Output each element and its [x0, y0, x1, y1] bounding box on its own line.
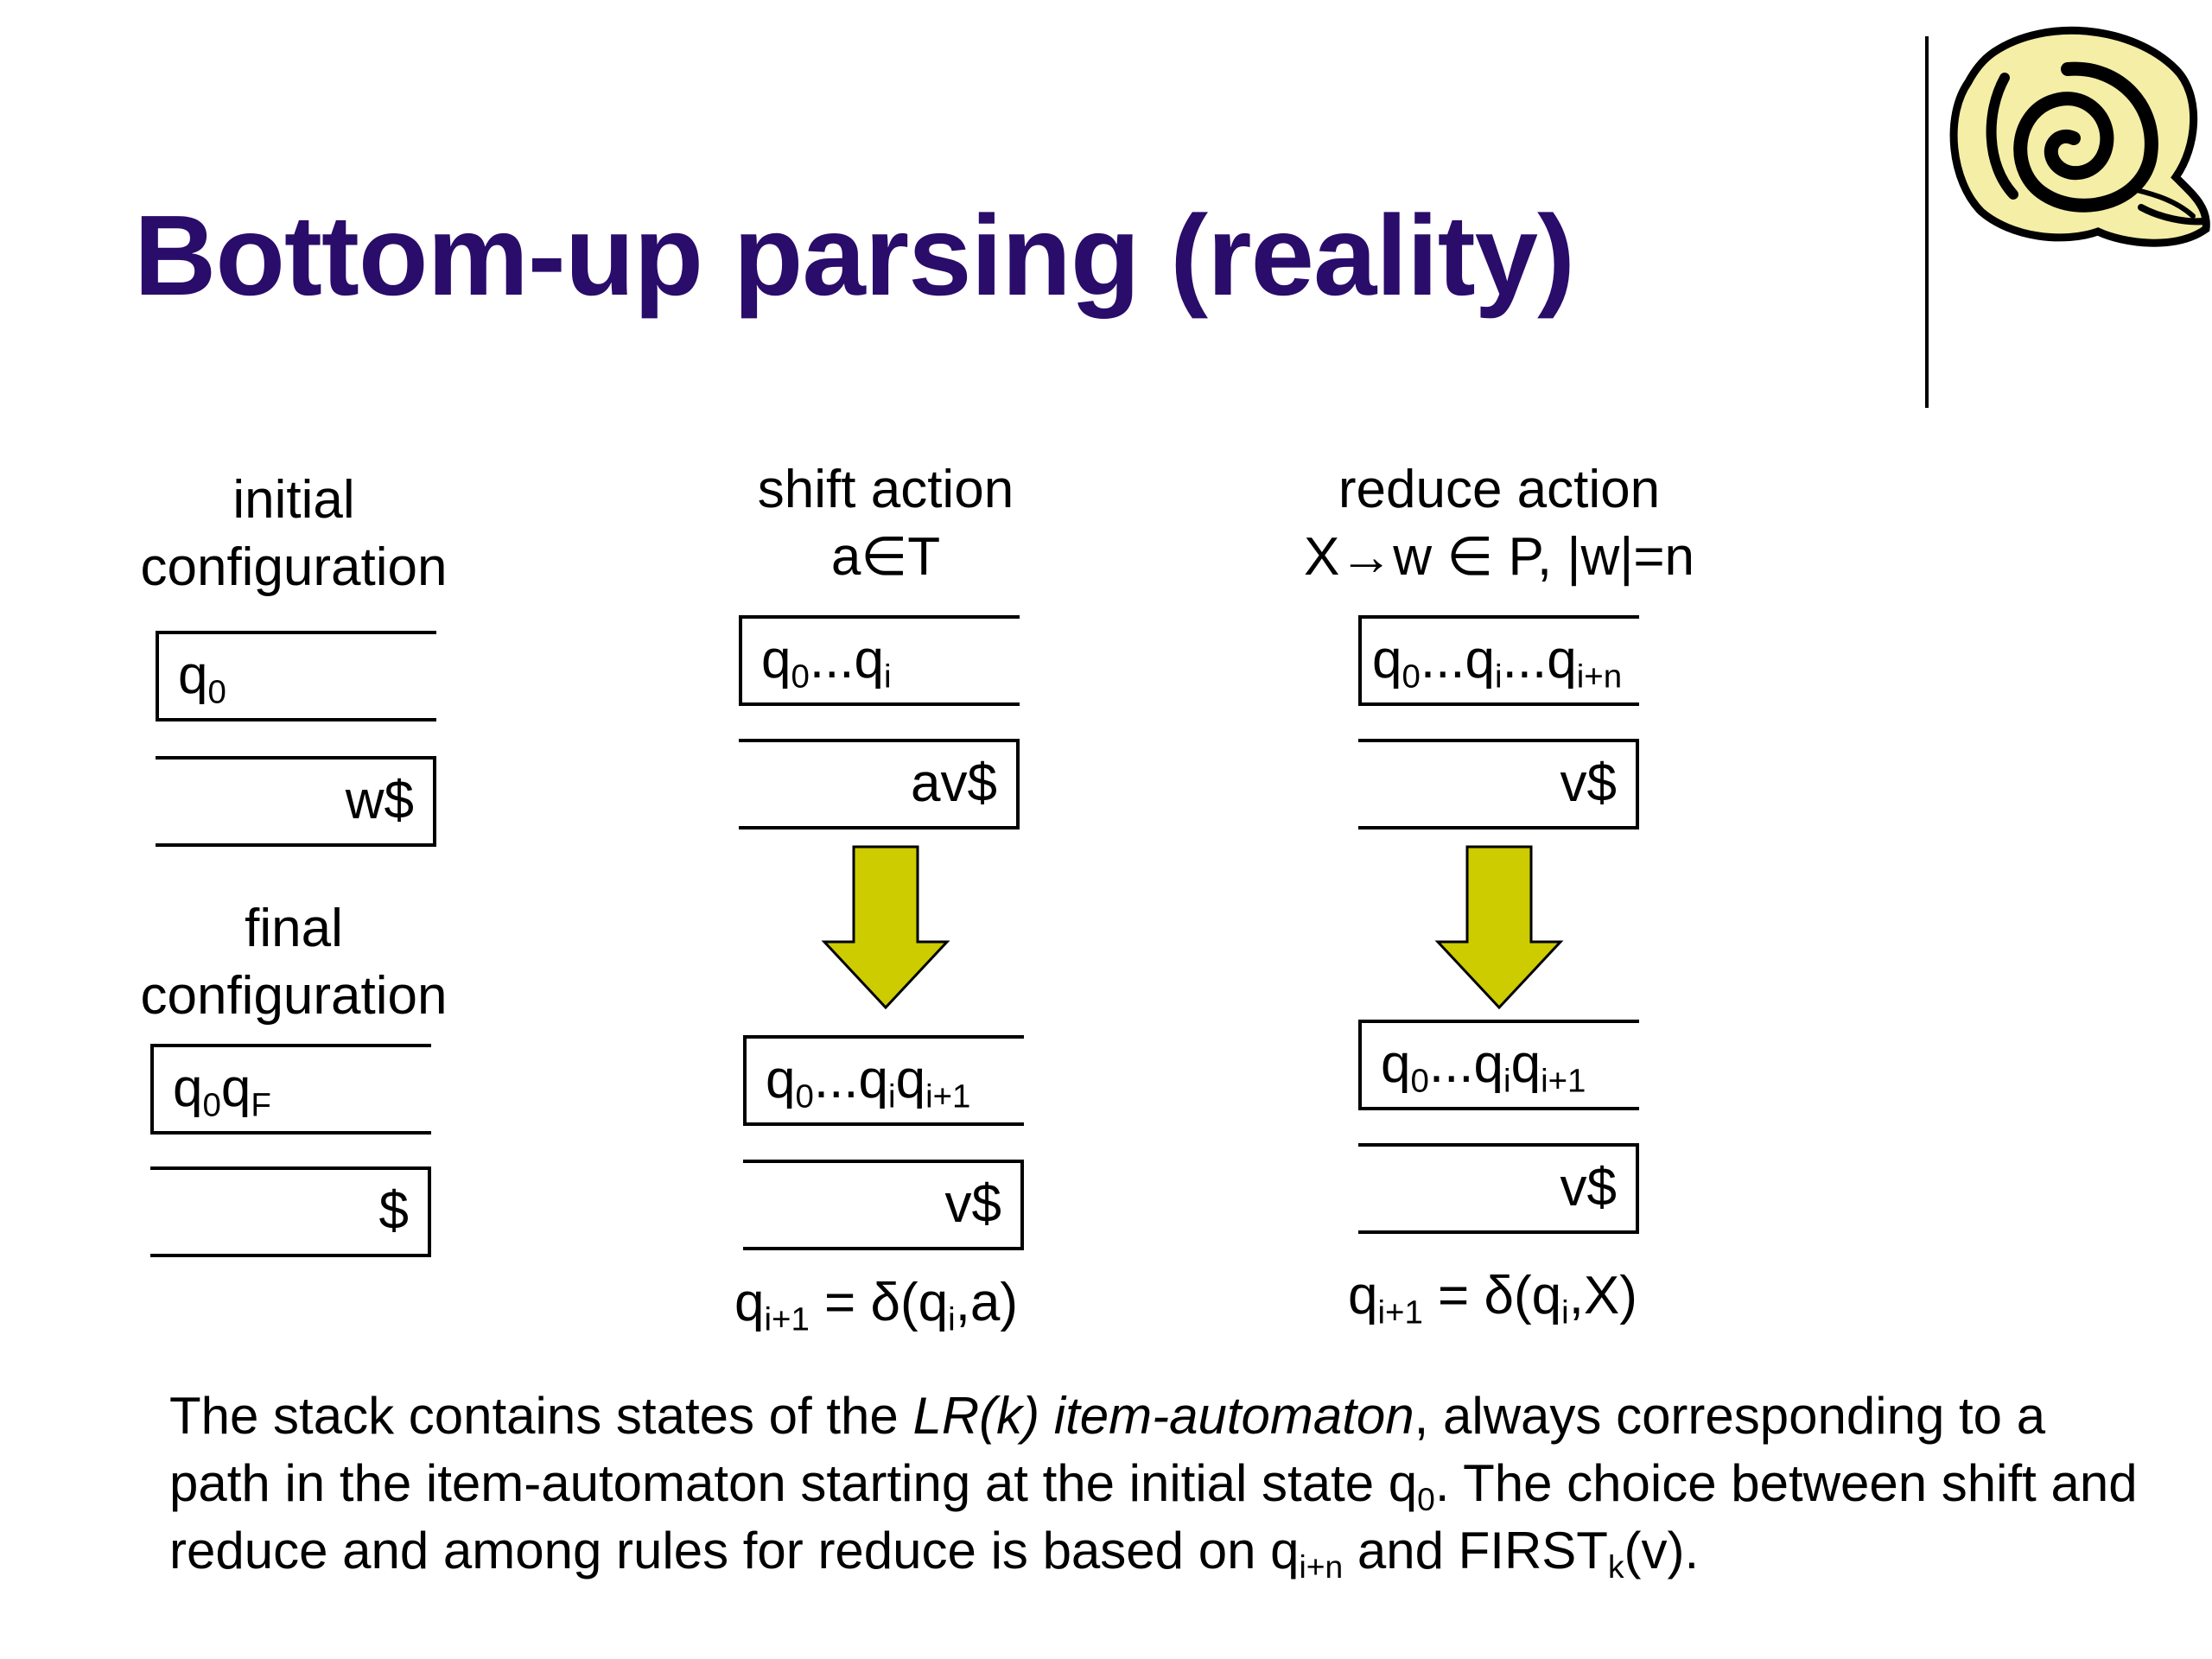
down-arrow-icon [1434, 845, 1564, 1009]
formula-part: ,X) [1568, 1266, 1637, 1325]
shift-transition-formula: qi+1 = δ(qi,a) [734, 1272, 1019, 1336]
down-arrow-icon [821, 845, 950, 1009]
slide-title: Bottom-up parsing (reality) [134, 192, 1575, 319]
rolled-scroll-icon [1949, 26, 2210, 247]
initial-stack-box: q0 [156, 631, 436, 721]
state-symbol: q [1473, 1034, 1504, 1094]
ellipsis: ... [809, 630, 855, 690]
state-subscript: i+1 [1541, 1062, 1586, 1100]
final-input-box: $ [150, 1166, 431, 1257]
state-subscript: i+n [1576, 658, 1623, 696]
caption-subscript: k [1607, 1548, 1624, 1586]
state-symbol: q [1372, 630, 1402, 690]
formula-part: q [734, 1273, 765, 1332]
state-symbol: q [1381, 1034, 1411, 1094]
state-subscript: i+1 [925, 1077, 971, 1116]
label-line: a∈T [830, 527, 941, 587]
state-subscript: i [884, 658, 892, 696]
formula-part: = δ(q [1422, 1266, 1562, 1325]
initial-config-label: initial configuration [104, 467, 484, 601]
caption-italic: LR(k) item-automaton [912, 1387, 1414, 1445]
label-line: initial [232, 470, 355, 530]
label-line: final [245, 899, 343, 958]
state-subscript: 0 [1410, 1062, 1429, 1100]
label-line: X→w ∈ P, |w|=n [1303, 527, 1695, 587]
ellipsis: ... [813, 1050, 859, 1109]
initial-input-box: w$ [156, 756, 436, 847]
state-symbol: q [1510, 1034, 1541, 1094]
state-symbol: q [220, 1058, 251, 1118]
state-symbol: q [854, 630, 885, 690]
formula-part: = δ(q [809, 1273, 949, 1332]
label-line: configuration [140, 537, 448, 597]
caption-text: , always corresponding to a path in the … [169, 1387, 2046, 1512]
formula-subscript: i [1561, 1294, 1569, 1332]
state-subscript: i [1503, 1062, 1511, 1100]
input-string: av$ [911, 753, 997, 813]
state-symbol: q [895, 1050, 926, 1109]
reduce-before-input-box: v$ [1358, 739, 1639, 830]
reduce-transition-formula: qi+1 = δ(qi,X) [1348, 1265, 1637, 1329]
formula-part: ,a) [955, 1273, 1019, 1332]
state-symbol: q [178, 645, 208, 705]
explanation-caption: The stack contains states of the LR(k) i… [169, 1382, 2157, 1585]
input-string: v$ [1560, 753, 1617, 813]
shift-after-input-box: v$ [743, 1160, 1024, 1250]
state-symbol: q [1465, 630, 1496, 690]
ellipsis: ... [1502, 630, 1548, 690]
label-line: reduce action [1338, 460, 1661, 519]
formula-subscript: i+1 [1377, 1294, 1423, 1332]
formula-subscript: i+1 [764, 1300, 810, 1338]
state-subscript: 0 [795, 1077, 814, 1116]
shift-after-stack-box: q0...qiqi+1 [743, 1035, 1024, 1126]
input-string: v$ [944, 1174, 1001, 1234]
input-string: v$ [1560, 1158, 1617, 1217]
caption-text: and FIRST [1343, 1522, 1608, 1580]
state-symbol: q [858, 1050, 889, 1109]
ellipsis: ... [1420, 630, 1465, 690]
shift-before-input-box: av$ [739, 739, 1020, 830]
final-stack-box: q0qF [150, 1044, 431, 1135]
divider-line [1925, 36, 1929, 408]
label-line: configuration [140, 966, 448, 1026]
shift-action-label: shift action a∈T [691, 456, 1080, 591]
shift-before-stack-box: q0...qi [739, 615, 1020, 706]
caption-subscript: 0 [1417, 1481, 1435, 1518]
state-symbol: q [1547, 630, 1577, 690]
state-subscript: i [1495, 658, 1503, 696]
formula-subscript: i [948, 1300, 956, 1338]
reduce-action-label: reduce action X→w ∈ P, |w|=n [1279, 456, 1719, 591]
caption-subscript: i+n [1299, 1548, 1344, 1586]
state-subscript: 0 [202, 1086, 221, 1124]
input-string: $ [378, 1181, 409, 1241]
state-symbol: q [761, 630, 791, 690]
caption-text: (v). [1624, 1522, 1700, 1580]
state-subscript: 0 [207, 673, 226, 711]
state-subscript: 0 [791, 658, 810, 696]
state-subscript: i [888, 1077, 896, 1116]
final-config-label: final configuration [104, 895, 484, 1030]
caption-text: . The choice between shift and reduce an… [169, 1454, 2138, 1580]
state-subscript: F [251, 1086, 271, 1124]
reduce-after-stack-box: q0...qiqi+1 [1358, 1020, 1639, 1110]
formula-part: q [1348, 1266, 1378, 1325]
reduce-after-input-box: v$ [1358, 1143, 1639, 1234]
state-subscript: 0 [1402, 658, 1421, 696]
reduce-before-stack-box: q0...qi...qi+n [1358, 615, 1639, 706]
state-symbol: q [173, 1058, 203, 1118]
caption-text: The stack contains states of the [169, 1387, 913, 1445]
ellipsis: ... [1428, 1034, 1474, 1094]
input-string: w$ [345, 771, 414, 830]
label-line: shift action [757, 460, 1014, 519]
state-symbol: q [766, 1050, 796, 1109]
